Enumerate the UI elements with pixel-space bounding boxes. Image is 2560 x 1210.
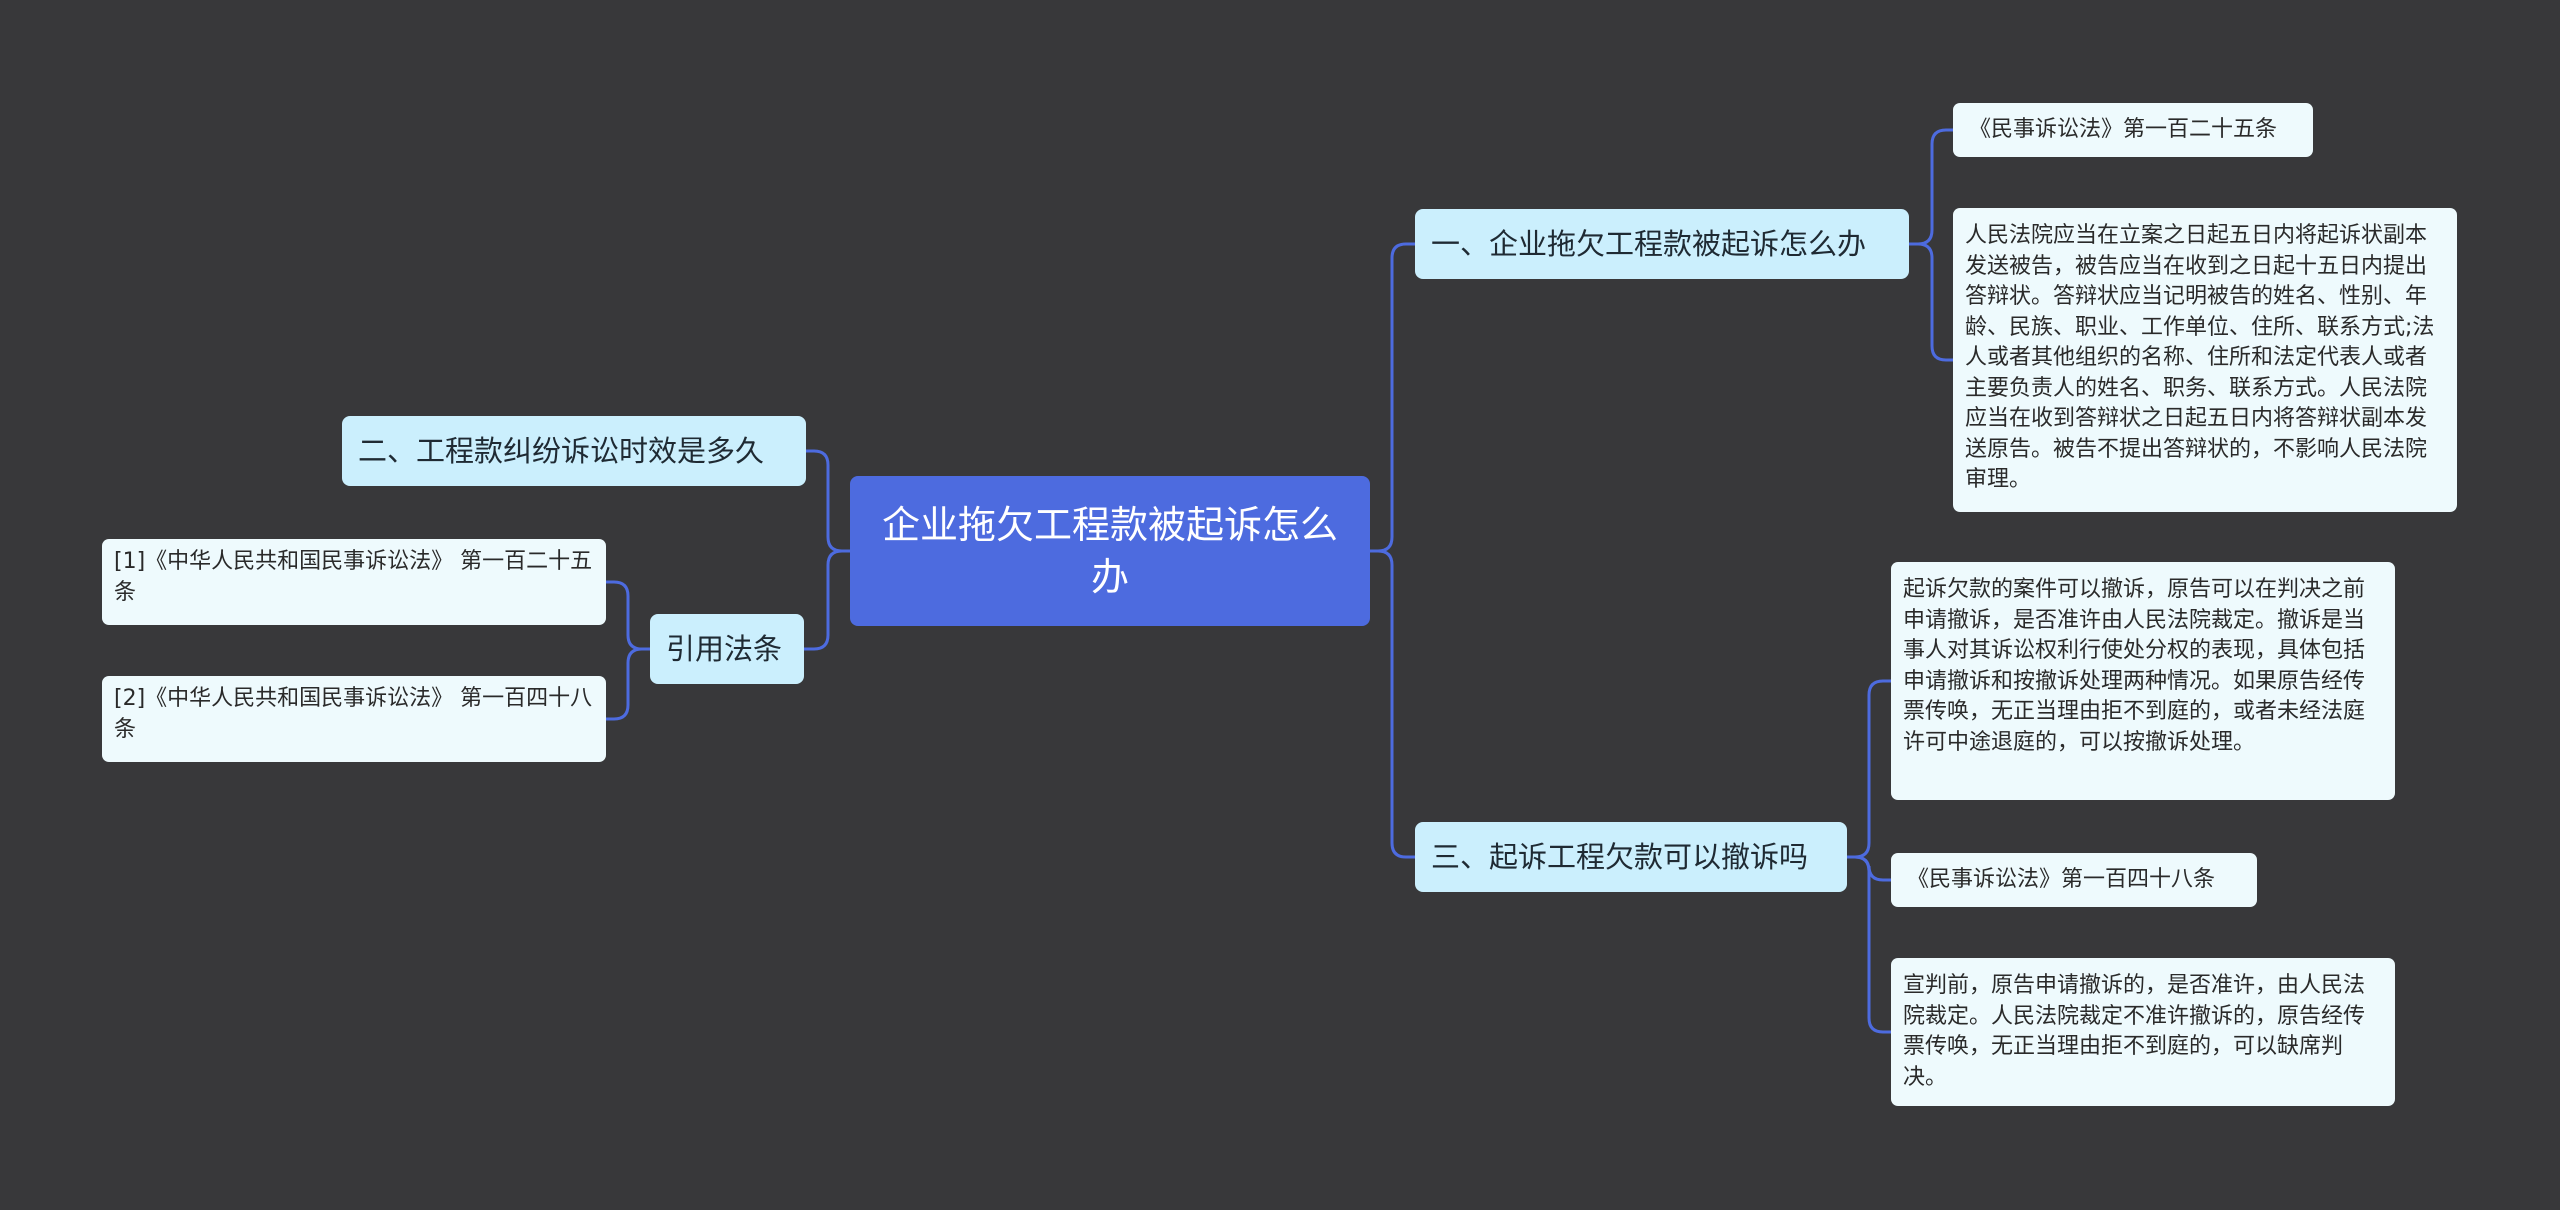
- leaf-b1-1[interactable]: 《民事诉讼法》第一百二十五条: [1953, 103, 2313, 157]
- branch-topic-3-label: 三、起诉工程欠款可以撤诉吗: [1431, 840, 1809, 874]
- leaf-b3-1-text: 起诉欠款的案件可以撤诉，原告可以在判决之前申请撤诉，是否准许由人民法院裁定。撤诉…: [1903, 577, 2366, 755]
- leaf-b3-2-text: 《民事诉讼法》第一百四十八条: [1907, 866, 2216, 892]
- branch-topic-2[interactable]: 二、工程款纠纷诉讼时效是多久: [342, 416, 806, 486]
- connector-b3-leaf3: [1847, 855, 1891, 1034]
- leaf-b1-2-text: 人民法院应当在立案之日起五日内将起诉状副本发送被告，被告应当在收到之日起十五日内…: [1965, 223, 2435, 492]
- connector-root-b1: [1370, 242, 1415, 553]
- branch-topic-4[interactable]: 引用法条: [650, 614, 804, 684]
- connector-b3-leaf1: [1847, 679, 1891, 859]
- leaf-b3-2[interactable]: 《民事诉讼法》第一百四十八条: [1891, 853, 2257, 907]
- connector-b1-leaf2: [1909, 242, 1953, 362]
- branch-topic-1[interactable]: 一、企业拖欠工程款被起诉怎么办: [1415, 209, 1909, 279]
- leaf-b3-3-text: 宣判前，原告申请撤诉的，是否准许，由人民法院裁定。人民法院裁定不准许撤诉的，原告…: [1903, 973, 2366, 1090]
- leaf-b4-2-text: [2]《中华人民共和国民事诉讼法》 第一百四十八条: [114, 686, 593, 742]
- leaf-b1-2[interactable]: 人民法院应当在立案之日起五日内将起诉状副本发送被告，被告应当在收到之日起十五日内…: [1953, 208, 2457, 512]
- branch-topic-4-label: 引用法条: [666, 632, 783, 666]
- root-topic[interactable]: 企业拖欠工程款被起诉怎么办: [850, 476, 1370, 626]
- leaf-b4-1-text: [1]《中华人民共和国民事诉讼法》 第一百二十五条: [114, 549, 593, 605]
- branch-topic-1-label: 一、企业拖欠工程款被起诉怎么办: [1431, 227, 1867, 261]
- branch-topic-2-label: 二、工程款纠纷诉讼时效是多久: [358, 434, 765, 468]
- branch-topic-3[interactable]: 三、起诉工程欠款可以撤诉吗: [1415, 822, 1847, 892]
- connector-root-b3: [1370, 549, 1415, 859]
- connector-root-b4: [804, 549, 850, 651]
- leaf-b3-1[interactable]: 起诉欠款的案件可以撤诉，原告可以在判决之前申请撤诉，是否准许由人民法院裁定。撤诉…: [1891, 562, 2395, 800]
- leaf-b4-1[interactable]: [1]《中华人民共和国民事诉讼法》 第一百二十五条: [102, 539, 606, 625]
- connector-b1-leaf1: [1909, 128, 1953, 246]
- connector-b4-leaf1: [606, 580, 650, 651]
- connector-root-b2: [806, 449, 850, 553]
- leaf-b4-2[interactable]: [2]《中华人民共和国民事诉讼法》 第一百四十八条: [102, 676, 606, 762]
- connector-b4-leaf2: [606, 647, 650, 721]
- leaf-b1-1-text: 《民事诉讼法》第一百二十五条: [1969, 116, 2278, 142]
- leaf-b3-3[interactable]: 宣判前，原告申请撤诉的，是否准许，由人民法院裁定。人民法院裁定不准许撤诉的，原告…: [1891, 958, 2395, 1106]
- root-topic-label: 企业拖欠工程款被起诉怎么办: [881, 503, 1338, 599]
